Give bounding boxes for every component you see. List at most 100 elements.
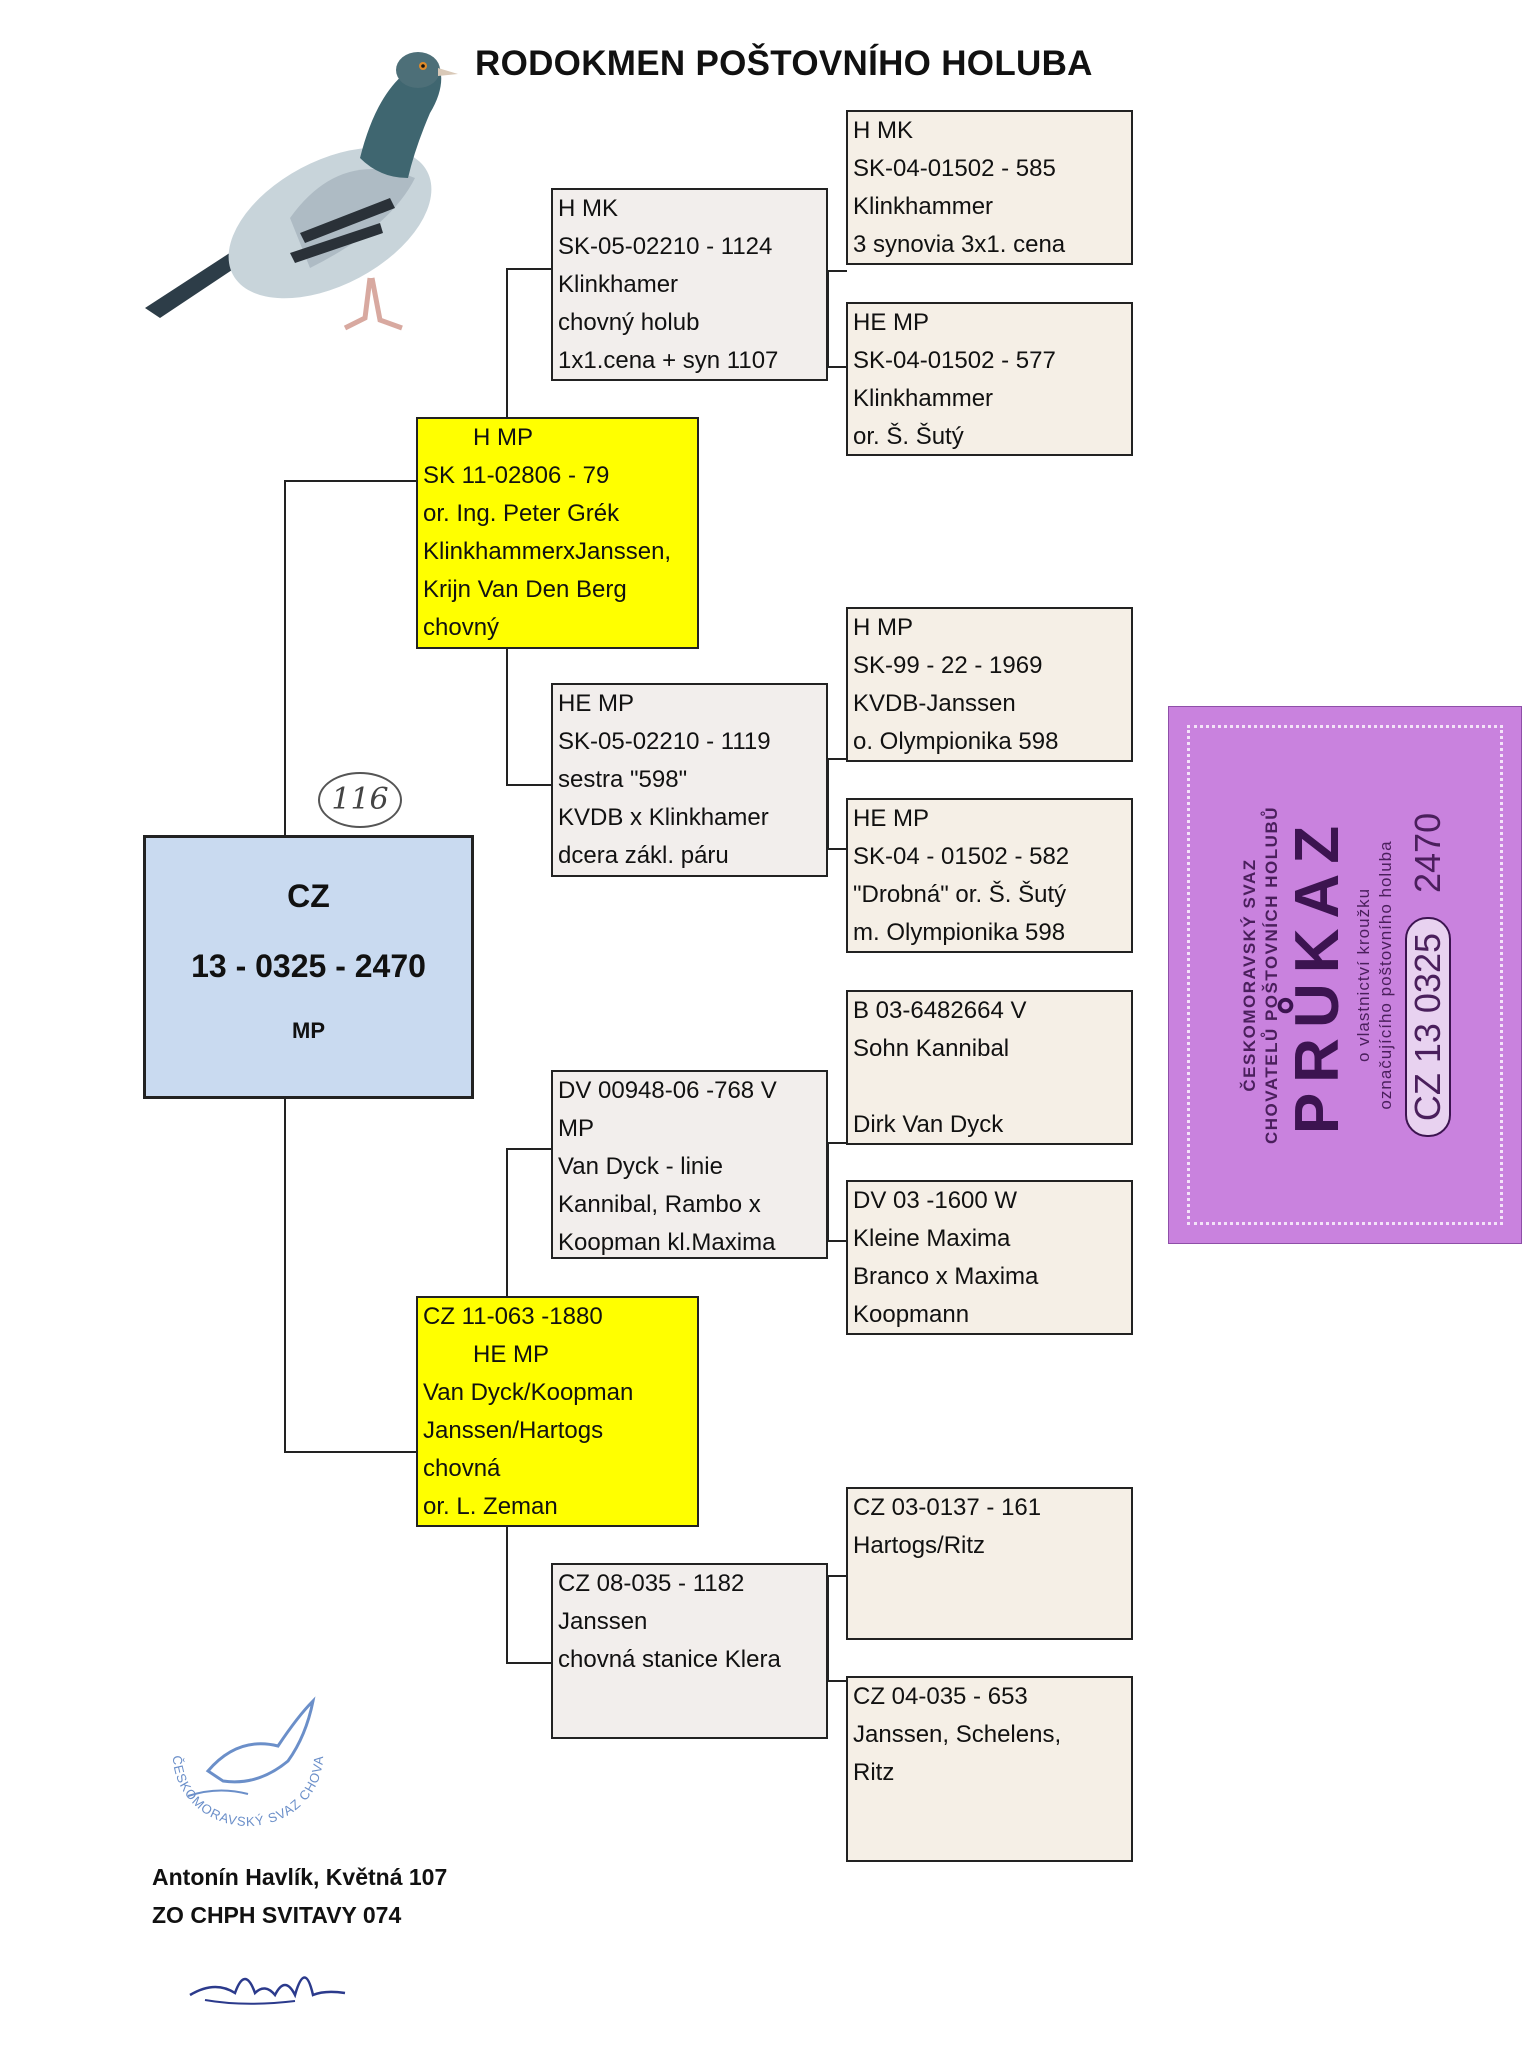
- ffm-line-1: HE MP: [853, 309, 930, 336]
- organization-stamp: ČESKOMORAVSKÝ SVAZ CHOVATELŮ POŠTOVNÍCH …: [148, 1676, 326, 1829]
- father-line-4: KlinkhammerxJanssen,: [423, 538, 672, 565]
- subject-color: MP: [292, 1018, 325, 1043]
- mff-line-2: Sohn Kannibal: [853, 1035, 1010, 1062]
- connector-line: [827, 1575, 847, 1577]
- mother-box: CZ 11-063 -1880 HE MP Van Dyck/Koopman J…: [416, 1296, 699, 1527]
- svg-text:ČESKOMORAVSKÝ SVAZ CHOVATELŮ P: ČESKOMORAVSKÝ SVAZ CHOVATELŮ POŠTOVNÍCH …: [148, 1676, 326, 1829]
- card-border-pattern: [1187, 725, 1503, 1225]
- connector-line: [827, 1680, 847, 1682]
- ggp-mff-box: B 03-6482664 V Sohn Kannibal Dirk Van Dy…: [846, 990, 1133, 1145]
- card-ring-code: CZ 13 0325: [1405, 916, 1451, 1138]
- subject-box: CZ 13 - 0325 - 2470 MP: [143, 835, 474, 1099]
- paternal-grandfather-box: H MK SK-05-02210 - 1124 Klinkhamer chovn…: [551, 188, 828, 381]
- connector-line: [506, 1148, 552, 1150]
- card-org-line-2: CHOVATELŮ POŠTOVNÍCH HOLUBŮ: [1262, 806, 1281, 1145]
- card-heading: PRŮKAZ: [1283, 815, 1352, 1135]
- mother-line-2: HE MP: [473, 1341, 550, 1368]
- pgm-line-2: SK-05-02210 - 1119: [558, 728, 771, 755]
- fmm-line-2: SK-04 - 01502 - 582: [853, 843, 1070, 870]
- mgf-line-2: MP: [558, 1115, 594, 1142]
- card-desc-line-1: o vlastnictví kroužku: [1354, 887, 1373, 1063]
- fff-line-2: SK-04-01502 - 585: [853, 155, 1056, 182]
- connector-line: [284, 480, 418, 482]
- ffm-line-3: Klinkhammer: [853, 385, 994, 412]
- mfm-line-2: Kleine Maxima: [853, 1225, 1011, 1252]
- connector-line: [827, 270, 829, 366]
- mmm-line-1: CZ 04-035 - 653: [853, 1683, 1028, 1710]
- mmf-line-1: CZ 03-0137 - 161: [853, 1494, 1042, 1521]
- mff-line-3: [853, 1068, 1126, 1106]
- fmf-line-1: H MP: [853, 614, 913, 641]
- mgm-line-2: Janssen: [558, 1608, 648, 1635]
- mmm-line-2: Janssen, Schelens,: [853, 1721, 1062, 1748]
- fmf-line-2: SK-99 - 22 - 1969: [853, 652, 1043, 679]
- connector-line: [827, 848, 847, 850]
- mgf-line-5: Koopman kl.Maxima: [558, 1229, 776, 1256]
- subject-country: CZ: [287, 878, 330, 914]
- owner-club: ZO CHPH SVITAVY 074: [152, 1902, 402, 1928]
- fmm-line-1: HE MP: [853, 805, 930, 832]
- maternal-grandfather-box: DV 00948-06 -768 V MP Van Dyck - linie K…: [551, 1070, 828, 1259]
- fmm-line-3: "Drobná" or. Š. Šutý: [853, 881, 1067, 908]
- ffm-line-4: or. Š. Šutý: [853, 423, 964, 450]
- connector-line: [506, 648, 508, 784]
- subject-ring: 13 - 0325 - 2470: [191, 948, 426, 984]
- mmf-line-2: Hartogs/Ritz: [853, 1532, 986, 1559]
- connector-line: [827, 1575, 829, 1680]
- connector-line: [827, 270, 847, 272]
- maternal-grandmother-box: CZ 08-035 - 1182 Janssen chovná stanice …: [551, 1563, 828, 1739]
- mfm-line-1: DV 03 -1600 W: [853, 1187, 1018, 1214]
- connector-line: [284, 1098, 286, 1451]
- card-ring-number: 2470: [1407, 812, 1448, 893]
- ggp-mfm-box: DV 03 -1600 W Kleine Maxima Branco x Max…: [846, 1180, 1133, 1335]
- mgf-line-4: Kannibal, Rambo x: [558, 1191, 761, 1218]
- owner-address: Antonín Havlík, Květná 107: [152, 1864, 448, 1890]
- connector-line: [284, 480, 286, 836]
- mgf-line-3: Van Dyck - linie: [558, 1153, 723, 1180]
- mother-line-4: Janssen/Hartogs: [423, 1417, 604, 1444]
- pigeon-illustration: [145, 52, 458, 331]
- pgm-line-5: dcera zákl. páru: [558, 842, 729, 869]
- mgf-line-1: DV 00948-06 -768 V: [558, 1077, 777, 1104]
- paternal-grandmother-box: HE MP SK-05-02210 - 1119 sestra "598" KV…: [551, 683, 828, 877]
- ggp-ffm-box: HE MP SK-04-01502 - 577 Klinkhammer or. …: [846, 302, 1133, 456]
- mother-line-5: chovná: [423, 1455, 501, 1482]
- mmm-line-3: Ritz: [853, 1759, 895, 1786]
- connector-line: [506, 784, 552, 786]
- stamp-text: ČESKOMORAVSKÝ SVAZ CHOVATELŮ POŠTOVNÍCH …: [148, 1676, 325, 1829]
- pgf-line-2: SK-05-02210 - 1124: [558, 233, 773, 260]
- pgf-line-5: 1x1.cena + syn 1107: [558, 347, 779, 374]
- pgm-line-4: KVDB x Klinkhamer: [558, 804, 769, 831]
- connector-line: [827, 366, 847, 368]
- mfm-line-3: Branco x Maxima: [853, 1263, 1039, 1290]
- page-title: RODOKMEN POŠTOVNÍHO HOLUBA: [475, 44, 1093, 83]
- father-line-1: H MP: [473, 424, 533, 451]
- fff-line-1: H MK: [853, 117, 913, 144]
- ggp-fmf-box: H MP SK-99 - 22 - 1969 KVDB-Janssen o. O…: [846, 607, 1133, 762]
- connector-line: [506, 1526, 508, 1663]
- connector-line: [827, 758, 829, 848]
- connector-line: [506, 1662, 552, 1664]
- fmm-line-4: m. Olympionika 598: [853, 919, 1066, 946]
- connector-line: [827, 1142, 847, 1144]
- connector-line: [827, 1142, 829, 1240]
- ring-ownership-card: ČESKOMORAVSKÝ SVAZ CHOVATELŮ POŠTOVNÍCH …: [1168, 706, 1522, 1244]
- pgm-line-1: HE MP: [558, 690, 635, 717]
- mff-line-1: B 03-6482664 V: [853, 997, 1027, 1024]
- connector-line: [827, 1240, 847, 1242]
- card-org-line-1: ČESKOMORAVSKÝ SVAZ: [1240, 858, 1259, 1092]
- pgf-line-1: H MK: [558, 195, 618, 222]
- handwritten-number: 116: [318, 772, 402, 828]
- card-desc-line-2: označujícího poštovního holuba: [1376, 840, 1395, 1110]
- mother-line-1: CZ 11-063 -1880: [423, 1303, 603, 1330]
- connector-line: [284, 1451, 418, 1453]
- father-line-3: or. Ing. Peter Grék: [423, 500, 620, 527]
- fff-line-4: 3 synovia 3x1. cena: [853, 231, 1066, 258]
- father-box: H MP SK 11-02806 - 79 or. Ing. Peter Gré…: [416, 417, 699, 649]
- connector-line: [506, 1148, 508, 1296]
- fmf-line-4: o. Olympionika 598: [853, 728, 1059, 755]
- connector-line: [506, 268, 552, 270]
- mfm-line-4: Koopmann: [853, 1301, 970, 1328]
- ggp-mmm-box: CZ 04-035 - 653 Janssen, Schelens, Ritz: [846, 1676, 1133, 1862]
- mff-line-4: Dirk Van Dyck: [853, 1111, 1004, 1138]
